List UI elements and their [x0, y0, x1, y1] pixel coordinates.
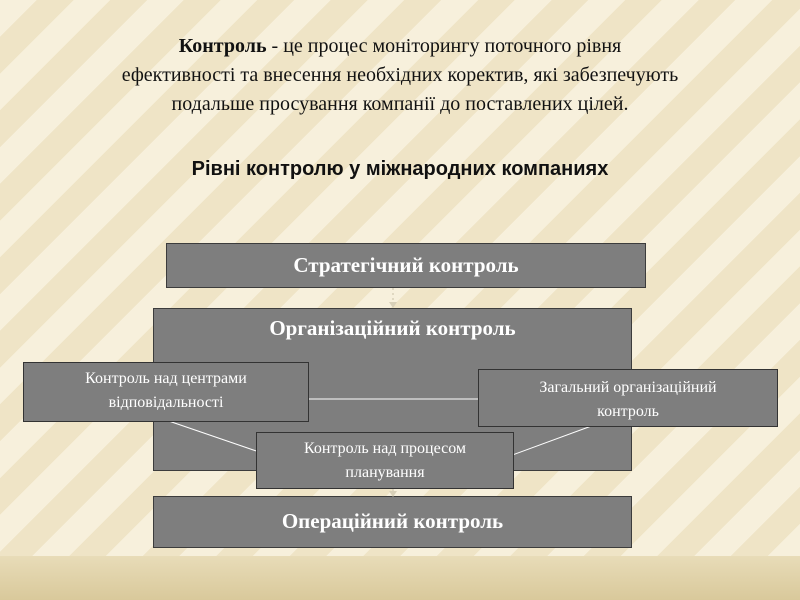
planning-process-line-2: планування [345, 464, 425, 481]
planning-process-line-1: Контроль над процесом [303, 440, 467, 457]
definition-line-2: ефективності та внесення необхідних коре… [121, 64, 679, 86]
organizational-control-label: Організаційний контроль [269, 316, 516, 340]
definition-line-1-rest: - це процес моніторингу поточного рівня [266, 35, 622, 57]
general-organizational-control-box: Загальний організаційний контроль [478, 369, 778, 427]
bottom-band [0, 556, 800, 600]
diagram-heading: Рівні контролю у міжнародних компаниях [191, 158, 609, 180]
general-organizational-line-1: Загальний організаційний [539, 379, 717, 396]
definition-line-3: подальше просування компанії до поставле… [171, 93, 629, 115]
definition-line-1: Контроль - це процес моніторингу поточно… [0, 32, 800, 61]
general-organizational-line-2: контроль [597, 403, 659, 420]
operational-control-label: Операційний контроль [281, 509, 504, 533]
planning-process-control-box: Контроль над процесом планування [256, 432, 514, 489]
strategic-control-label: Стратегічний контроль [293, 253, 519, 277]
responsibility-centers-control-box: Контроль над центрами відповідальності [23, 362, 309, 422]
responsibility-centers-line-1: Контроль над центрами [85, 370, 247, 387]
responsibility-centers-line-2: відповідальності [108, 394, 224, 411]
strategic-control-box: Стратегічний контроль [166, 243, 646, 288]
definition-term: Контроль [178, 35, 267, 57]
definition-text: Контроль - це процес моніторингу поточно… [0, 32, 800, 119]
operational-control-box: Операційний контроль [153, 496, 632, 548]
